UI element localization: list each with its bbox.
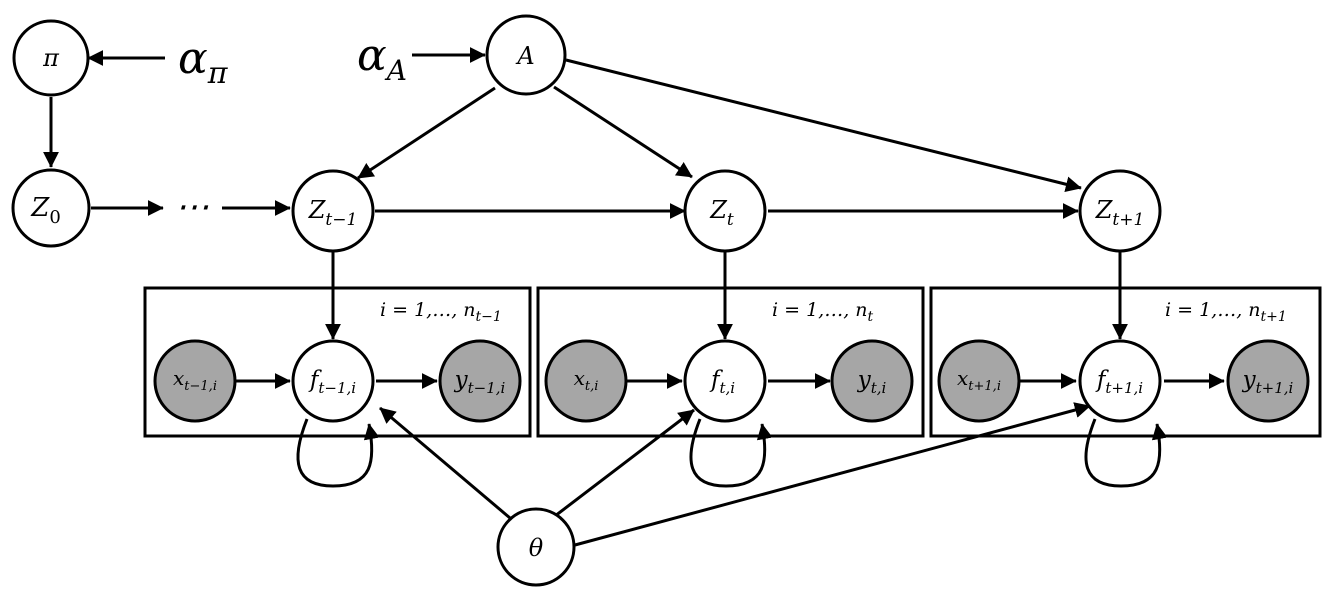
self-loop-f-t-minus-1 [296,418,380,488]
node-x-t-plus-1 [937,339,1021,423]
plate-t-plus-1 [929,286,1322,438]
node-z-t-minus-1 [291,169,375,253]
node-z-t-plus-1 [1078,169,1162,253]
node-x-t [544,339,628,423]
self-loop-f-t [689,418,773,488]
label-f-t-minus-1: ft−1,i [308,367,356,397]
node-y-t-minus-1 [438,339,522,423]
edge-theta-to-f-t-minus-1 [379,406,511,520]
label-x-t-minus-1: xt−1,i [173,366,217,394]
label-a: A [515,42,534,70]
node-z-t [683,169,767,253]
edge-theta-to-f-t-plus-1 [574,402,1091,547]
node-pi [12,19,90,97]
label-z-t: Zt [709,196,734,230]
plate-t [536,286,925,438]
label-pi: π [42,44,60,72]
label-z0: Z0 [30,193,61,228]
label-x-t-plus-1: xt+1,i [957,366,1001,394]
edge-theta-to-f-t [554,408,695,518]
label-y-t-plus-1: yt+1,i [1242,367,1294,397]
self-loop-f-t-plus-1 [1084,418,1168,488]
node-y-t-plus-1 [1226,339,1310,423]
node-f-t-plus-1 [1078,339,1162,423]
label-ellipsis: ⋯ [175,187,209,227]
label-z-t-plus-1: Zt+1 [1095,196,1145,230]
label-z-t-minus-1: Zt−1 [308,196,358,230]
edge-a-to-z-t-minus-1 [357,86,496,180]
node-y-t [830,339,914,423]
label-f-t: ft,i [709,367,735,397]
node-x-t-minus-1 [153,339,237,423]
plate-label-t: i = 1,…, nt [772,299,874,325]
edge-a-to-z-t-plus-1 [565,58,1082,193]
label-alpha-pi: απ [178,33,229,91]
label-y-t: yt,i [857,367,887,397]
label-alpha-a: αA [357,30,407,87]
label-f-t-plus-1: ft+1,i [1095,367,1143,397]
label-y-t-minus-1: yt−1,i [454,367,506,397]
node-a [485,14,567,96]
node-f-t [683,339,767,423]
label-theta: θ [529,534,544,562]
label-x-t: xt,i [574,366,599,394]
node-z0 [11,168,91,248]
node-f-t-minus-1 [291,339,375,423]
plate-label-t-plus-1: i = 1,…, nt+1 [1165,299,1287,325]
node-theta [496,507,576,587]
plate-t-minus-1 [143,286,532,438]
edge-a-to-z-t [553,85,693,179]
plate-label-t-minus-1: i = 1,…, nt−1 [380,299,502,325]
